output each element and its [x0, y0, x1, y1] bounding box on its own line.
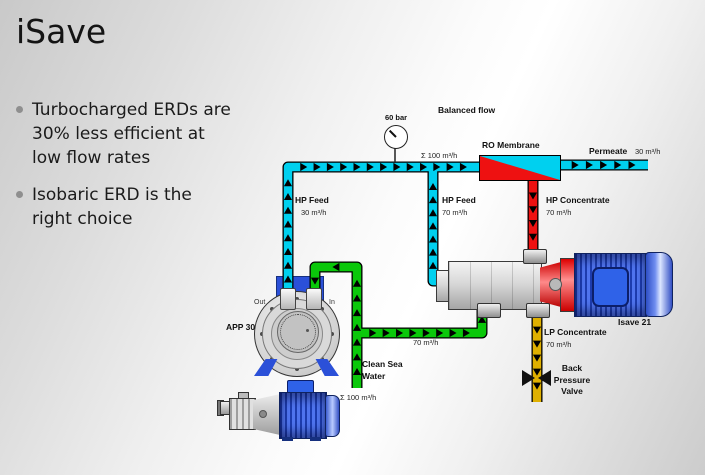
lp-concentrate-value: 70 m³/h — [546, 340, 572, 349]
isave-bottom-right-flange — [526, 303, 550, 318]
rotor-dot — [306, 329, 309, 332]
lp-concentrate-label: LP Concentrate — [544, 327, 607, 337]
bullet-list: Turbocharged ERDs are 30% less efficient… — [16, 98, 232, 244]
app30-out-port — [280, 288, 296, 310]
feedpump-stage-section — [229, 398, 256, 430]
isave-port-hole — [549, 278, 562, 291]
out-label: Out — [254, 299, 266, 306]
feedpump-foot — [282, 437, 293, 441]
valve-icon-left — [522, 370, 535, 386]
isave-bottom-left-flange — [477, 303, 501, 318]
hp-feed-right-value: 70 m³/h — [442, 208, 468, 217]
pressure-gauge-icon — [384, 125, 408, 149]
bullet-text: Turbocharged ERDs are 30% less efficient… — [32, 100, 231, 168]
ro-membrane-shape — [479, 155, 561, 181]
bullet-text: Isobaric ERD is the right choice — [32, 185, 192, 229]
app30-in-port — [306, 288, 322, 310]
pipe-70-label: 70 m³/h — [413, 338, 439, 347]
app30-rotor — [277, 311, 319, 353]
isave-label: Isave 21 — [618, 317, 652, 327]
gauge-needle — [388, 129, 397, 138]
hp-feed-left-label: HP Feed — [295, 195, 329, 205]
hp-feed-left-value: 30 m³/h — [301, 208, 327, 217]
list-item: Turbocharged ERDs are 30% less efficient… — [16, 98, 232, 170]
ro-membrane-label: RO Membrane — [482, 140, 540, 150]
hp-concentrate-label: HP Concentrate — [546, 195, 610, 205]
permeate-value: 30 m³/h — [635, 147, 661, 156]
valve-icon-right — [538, 370, 551, 386]
gauge-label: 60 bar — [384, 113, 408, 122]
body-segments — [449, 262, 541, 309]
back-pressure-valve-label: Back Pressure Valve — [553, 363, 591, 396]
balanced-flow-label: Balanced flow — [438, 105, 496, 115]
feedpump-port-hole — [259, 410, 267, 418]
isave-end-cap — [645, 252, 673, 317]
bullet-icon — [16, 191, 23, 198]
permeate-label: Permeate — [589, 146, 628, 156]
clean-sea-water-label: Clean Sea Water — [362, 359, 403, 381]
app30-label: APP 30 — [226, 322, 256, 332]
bullet-icon — [16, 106, 23, 113]
feedpump-foot — [310, 437, 321, 441]
hp-concentrate-value: 70 m³/h — [546, 208, 572, 217]
list-item: Isobaric ERD is the right choice — [16, 183, 232, 231]
feedpump-motor — [279, 392, 327, 439]
ro-membrane-red-half — [480, 156, 560, 180]
in-label: In — [329, 299, 335, 306]
sum-top-label: Σ 100 m³/h — [421, 151, 458, 160]
hp-feed-right-label: HP Feed — [442, 195, 476, 205]
isave-exchanger-body — [448, 261, 542, 310]
page-title: iSave — [16, 12, 107, 51]
rotor-ticks — [280, 314, 316, 350]
isave-top-flange — [523, 249, 547, 264]
sum-bottom-label: Σ 100 m³/h — [340, 393, 377, 402]
feedpump-end-cap — [325, 395, 340, 437]
isave-terminal-box — [592, 267, 629, 307]
isave-red-flange — [560, 258, 575, 312]
